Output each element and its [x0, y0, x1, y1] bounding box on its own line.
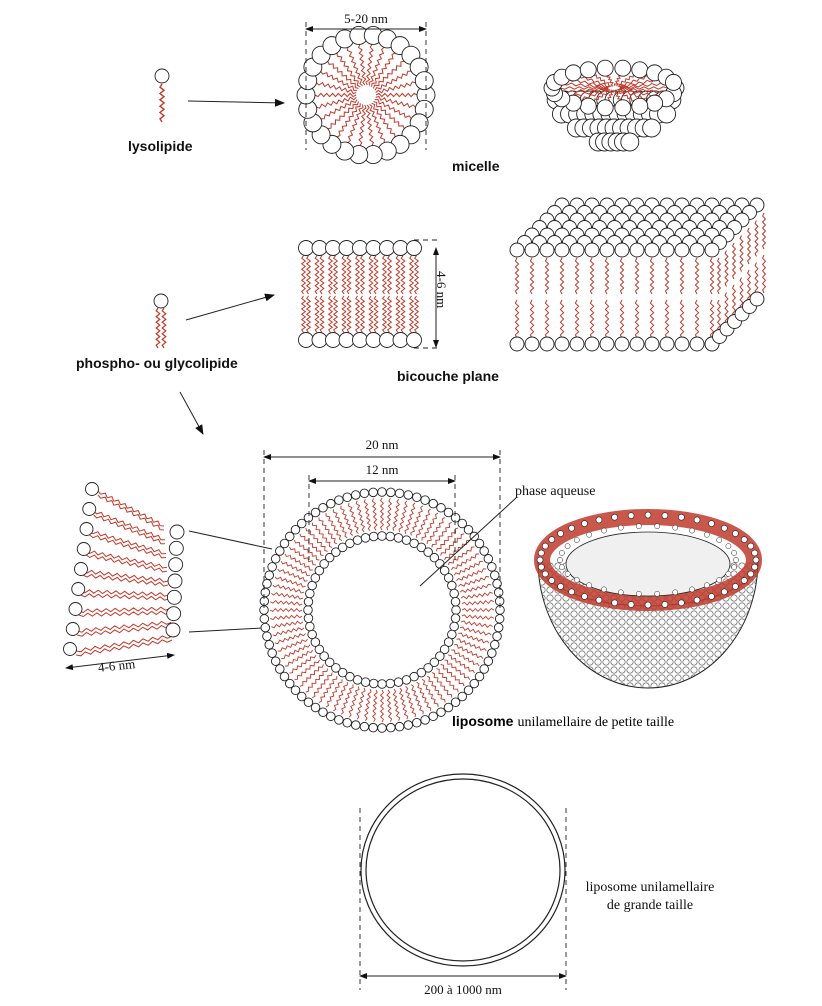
label-lysolipid: lysolipide — [128, 138, 193, 154]
dimension-lines — [65, 22, 567, 990]
lysolipid-molecule — [154, 68, 170, 123]
leaflet-detail — [63, 482, 273, 657]
label-aqueous-phase: phase aqueuse — [515, 484, 596, 499]
liposome-3d-half — [534, 509, 762, 689]
phospholipid-molecule — [153, 293, 169, 349]
micelle-cross-section — [296, 25, 436, 165]
label-phospholipid: phospho- ou glycolipide — [76, 355, 238, 371]
large-liposome-outline — [360, 773, 566, 967]
label-liposome-bold: liposome — [452, 713, 514, 729]
label-large-liposome-1: liposome unilamellaire — [585, 880, 715, 895]
label-small-liposome: liposome unilamellaire de petite taille — [452, 713, 674, 731]
arrow-lyso-to-micelle — [187, 98, 285, 107]
dim-bilayer: 4-6 nm — [434, 271, 449, 309]
bilayer-3d-block — [509, 197, 767, 352]
micelle-3d-half — [543, 59, 685, 152]
arrow-phospho-to-bilayer — [185, 293, 275, 321]
dim-large-liposome: 200 à 1000 nm — [424, 982, 502, 997]
dim-micelle: 5-20 nm — [344, 11, 388, 26]
dim-liposome-inner: 12 nm — [365, 462, 399, 477]
bilayer-section — [298, 240, 422, 348]
liposome-cross-section — [259, 487, 517, 733]
label-micelle: micelle — [452, 158, 500, 174]
dim-liposome-outer: 20 nm — [365, 437, 399, 452]
label-liposome-desc: unilamellaire de petite taille — [517, 715, 675, 730]
arrow-phospho-to-liposome — [179, 391, 204, 435]
label-large-liposome-2: de grande taille — [606, 898, 694, 913]
label-bilayer: bicouche plane — [397, 368, 499, 384]
